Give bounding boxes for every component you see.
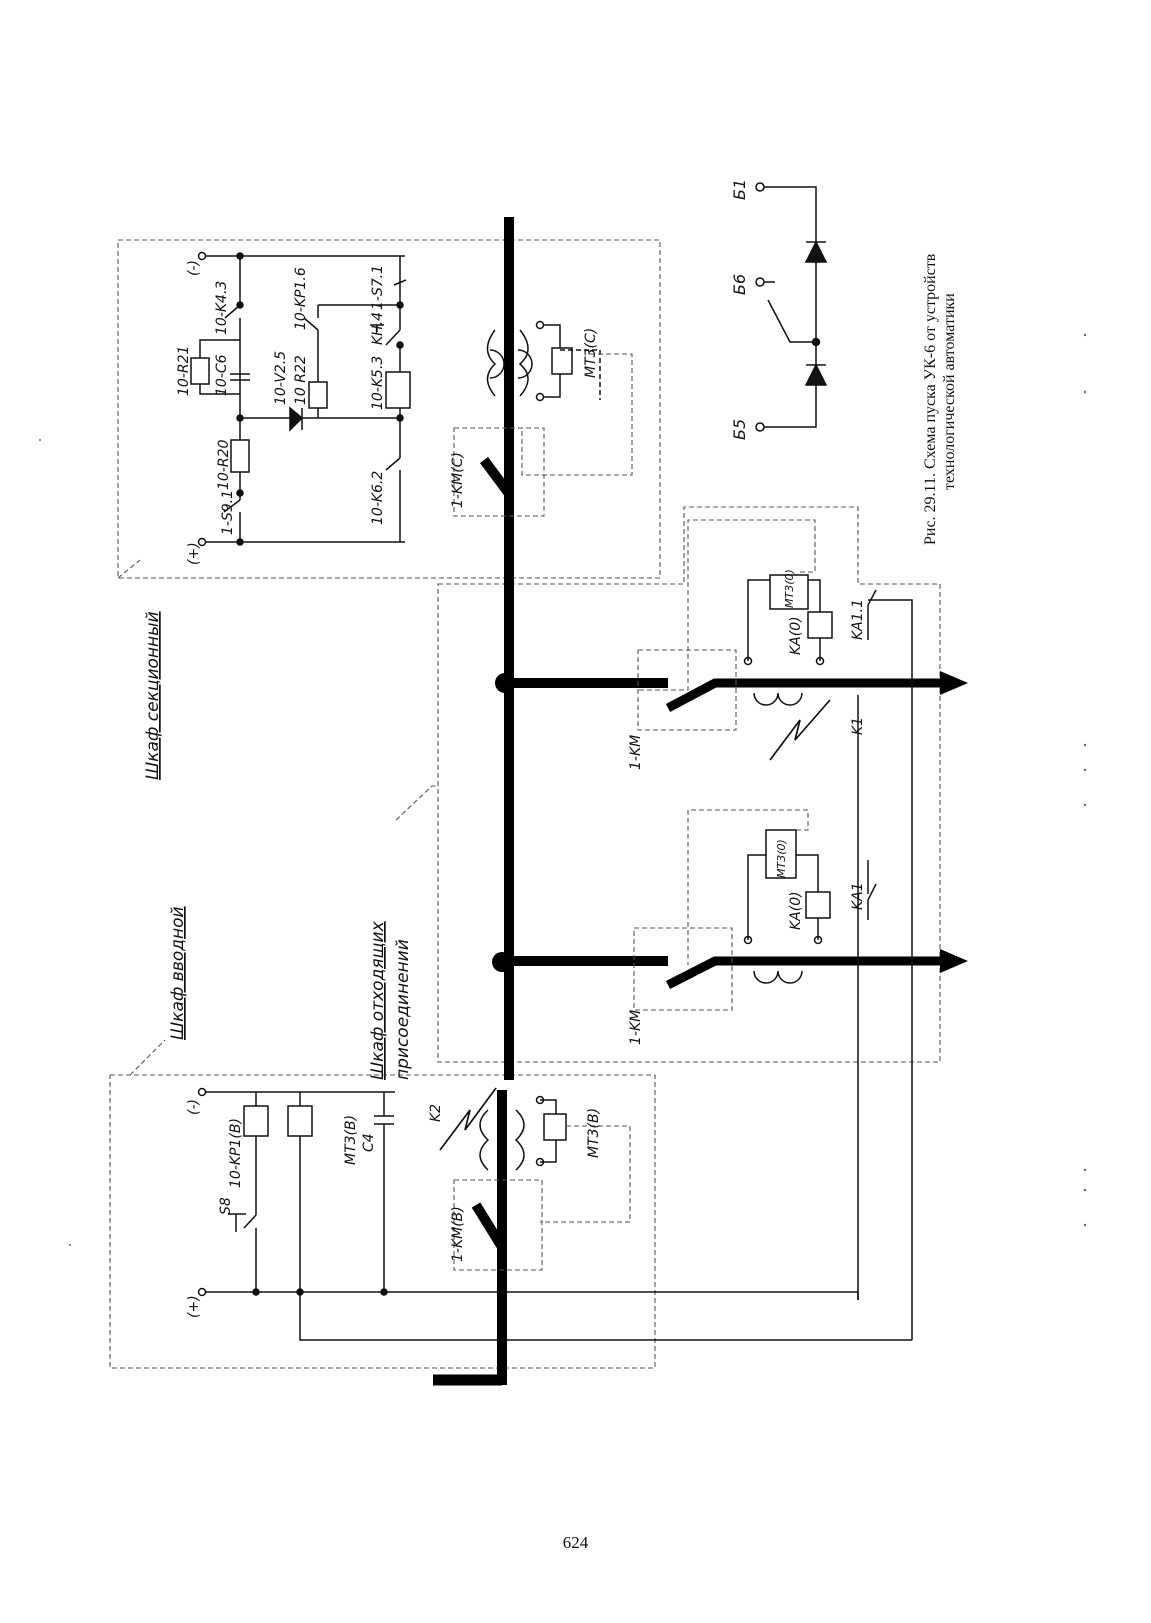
input-breaker-blade: [471, 1202, 507, 1250]
label-k43: 10-K4.3: [214, 281, 230, 335]
label-s8: S8: [218, 1197, 234, 1215]
label-mtz-right: MT3(0): [783, 569, 796, 608]
label-ka-left: KA(0): [788, 891, 804, 930]
label-k53: 10-K5.3: [370, 356, 386, 410]
input-cabinet-outline: [109, 1074, 656, 1369]
label-kh4: KH.4: [370, 312, 386, 345]
cabinet-outlines: [109, 239, 941, 1369]
label-kp1-b: 10-KP1(B): [228, 1118, 244, 1188]
section-leader: [117, 559, 141, 579]
branch-right-blade: [665, 678, 940, 712]
title-outgoing-line1: Шкаф отходящих: [368, 920, 388, 1080]
junction-upper: [495, 673, 515, 693]
scan-specks: [39, 333, 1087, 1246]
label-b1: Б1: [730, 179, 749, 200]
outgoing-left-circuit: [633, 809, 877, 1011]
outgoing-right-circuit: [637, 519, 913, 1340]
label-r20: 10-R20: [216, 439, 232, 490]
outgoing-cabinet-outline: [437, 506, 941, 1063]
section-cabinet-outline: [117, 239, 661, 579]
label-ka1: KA1: [850, 882, 866, 910]
label-b5: Б5: [730, 419, 749, 440]
label-v25: 10-V2.5: [273, 351, 289, 405]
label-s71: 1-S7.1: [370, 265, 386, 310]
label-k62: 10-K6.2: [370, 471, 386, 525]
input-leader: [129, 1039, 166, 1076]
section-circuit: [190, 251, 411, 547]
label-r21: 10-R21: [176, 346, 192, 396]
label-kp16: 10-KP1.6: [293, 267, 309, 330]
diode-block: [755, 182, 828, 432]
label-s91: 1-S9.1: [220, 490, 236, 535]
label-input-pos: (+): [186, 1295, 202, 1318]
label-section-pos: (+): [186, 542, 202, 565]
label-km-right: 1-KM: [628, 735, 644, 770]
busbars: [433, 217, 940, 1386]
terminal-b6: [755, 277, 765, 287]
label-ka11: KA1.1: [850, 599, 866, 640]
title-section-cabinet: Шкаф секционный: [143, 611, 163, 780]
section-ct-relay: [453, 320, 633, 517]
label-r22: 10 R22: [293, 355, 309, 405]
label-mtz-left: MT3(0): [775, 839, 788, 878]
label-ka-right: KA(0): [788, 616, 804, 655]
input-circuit: [197, 1087, 912, 1341]
label-b6: Б6: [730, 274, 749, 295]
label-mtz-b: MT3(B): [343, 1115, 359, 1165]
terminal-b1: [755, 182, 765, 192]
terminal-b5: [755, 422, 765, 432]
label-km-c: 1-KM(C): [450, 452, 466, 508]
page-number: 624: [562, 1533, 589, 1552]
label-c4: C4: [361, 1133, 377, 1152]
caption-line2: технологической автоматики: [941, 293, 958, 490]
title-outgoing-line2: присоединений: [393, 939, 413, 1080]
label-km-b: 1-KM(B): [450, 1206, 466, 1262]
section-breaker-blade: [479, 457, 515, 498]
caption-line1: Рис. 29.11. Схема пуска УК-6 от устройст…: [922, 253, 939, 545]
arrow-left-branch: [940, 949, 968, 973]
label-mtz-b2: MT3(B): [586, 1108, 602, 1158]
bus-junctions: [492, 673, 515, 972]
junction-lower: [492, 952, 512, 972]
title-input-cabinet: Шкаф вводной: [168, 906, 188, 1040]
outgoing-leader: [395, 785, 438, 821]
branch-left-blade: [665, 956, 940, 990]
label-input-neg: (-): [186, 1099, 202, 1115]
label-k1: K1: [850, 717, 866, 735]
label-c6: 10-C6: [214, 354, 230, 396]
arrow-right-branch: [940, 671, 968, 695]
label-k2: K2: [428, 1104, 444, 1122]
label-section-neg: (-): [186, 260, 202, 276]
output-arrows: [940, 671, 968, 973]
label-mtz-c: MT3(C): [583, 328, 599, 378]
label-km-left: 1-KM: [628, 1010, 644, 1045]
